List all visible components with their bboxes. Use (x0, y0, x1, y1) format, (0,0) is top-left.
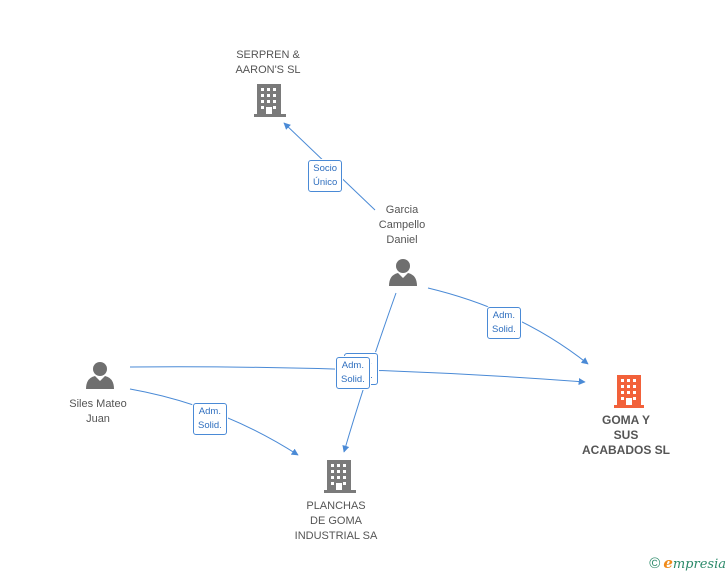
copyright-symbol: © (649, 555, 661, 572)
node-label-siles[interactable]: Siles Mateo Juan (69, 398, 127, 425)
building-icon[interactable] (254, 84, 286, 117)
person-icon[interactable] (389, 259, 417, 286)
node-label-garcia[interactable]: Garcia Campello Daniel (378, 204, 426, 246)
relation-adm-solid-siles-goma[interactable]: Adm. Solid. (336, 357, 370, 389)
relation-adm-solid-garcia-goma[interactable]: Adm. Solid. (487, 307, 521, 339)
person-icon[interactable] (86, 362, 114, 389)
main-building-icon[interactable] (614, 375, 644, 408)
node-label-goma[interactable]: GOMA Y SUS ACABADOS SL (581, 413, 671, 457)
brand-logo-text: mpresia (672, 557, 726, 572)
node-label-serpren[interactable]: SERPREN & AARON'S SL (235, 49, 301, 76)
node-label-planchas[interactable]: PLANCHAS DE GOMA INDUSTRIAL SA (294, 500, 378, 542)
brand-logo-initial: e (663, 554, 673, 572)
copyright-footer[interactable]: ©empresia (649, 554, 726, 572)
relation-adm-solid-siles-planchas[interactable]: Adm. Solid. (193, 403, 227, 435)
building-icon[interactable] (324, 460, 356, 493)
relation-socio-unico[interactable]: Socio Único (308, 160, 343, 192)
